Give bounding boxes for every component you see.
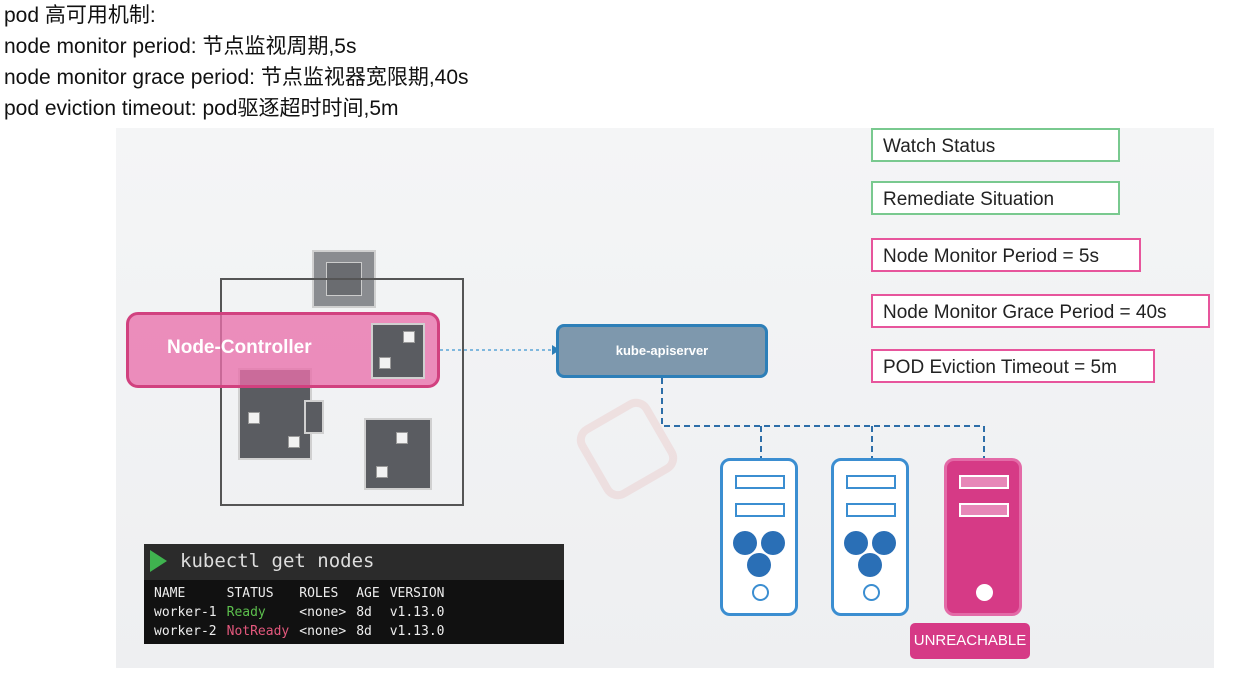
worker-node-3 [364, 418, 432, 490]
cell-age: 8d [356, 624, 372, 639]
notes-block: pod 高可用机制: node monitor period: 节点监视周期,5… [4, 0, 469, 124]
tag-watch-status: Watch Status [871, 128, 1120, 162]
pod-dot [733, 531, 757, 555]
node-indicator [396, 432, 408, 444]
col-header: VERSION [389, 586, 445, 601]
nodes-table: NAME STATUS ROLES AGE VERSION worker-1 R… [154, 584, 455, 641]
node-controller-label: Node-Controller [167, 337, 312, 358]
cluster-frame [220, 278, 464, 506]
tag-node-monitor-period: Node Monitor Period = 5s [871, 238, 1141, 272]
col-header: STATUS [226, 586, 274, 601]
notes-line-node-monitor-period: node monitor period: 节点监视周期,5s [4, 35, 357, 58]
col-header: NAME [154, 586, 186, 601]
server-slot [735, 475, 785, 489]
table-header-row: NAME STATUS ROLES AGE VERSION [154, 584, 455, 603]
cell-age: 8d [356, 605, 372, 620]
server-led [752, 584, 769, 601]
node-indicator [288, 436, 300, 448]
server-led [863, 584, 880, 601]
cell-name: worker-1 [154, 605, 217, 620]
cell-status: Ready [226, 605, 266, 620]
terminal-command-bar: kubectl get nodes [144, 544, 564, 580]
table-row: worker-2 NotReady <none> 8d v1.13.0 [154, 622, 455, 641]
table-row: worker-1 Ready <none> 8d v1.13.0 [154, 603, 455, 622]
server-slot [846, 503, 896, 517]
play-icon [150, 550, 167, 572]
col-header: ROLES [299, 586, 339, 601]
terminal-command: kubectl get nodes [180, 550, 375, 572]
unreachable-server [944, 458, 1022, 616]
server-led [976, 584, 993, 601]
notes-title: pod 高可用机制: [4, 4, 156, 27]
node-indicator [248, 412, 260, 424]
cell-version: v1.13.0 [389, 624, 445, 639]
tag-node-monitor-grace-period: Node Monitor Grace Period = 40s [871, 294, 1210, 328]
tag-remediate-situation: Remediate Situation [871, 181, 1120, 215]
notes-line-eviction-timeout: pod eviction timeout: pod驱逐超时时间,5m [4, 97, 399, 120]
worker-node-2 [304, 400, 324, 434]
node-indicator [376, 466, 388, 478]
cell-roles: <none> [299, 624, 347, 639]
worker-server-1 [720, 458, 798, 616]
pod-dot [747, 553, 771, 577]
connectors [440, 345, 985, 458]
pod-dot [872, 531, 896, 555]
cell-roles: <none> [299, 605, 347, 620]
tag-pod-eviction-timeout: POD Eviction Timeout = 5m [871, 349, 1155, 383]
node-indicator [403, 331, 415, 343]
server-slot [846, 475, 896, 489]
diagram-slide: Watch Status Remediate Situation Node Mo… [116, 128, 1214, 668]
col-header: AGE [356, 586, 380, 601]
controller-node [371, 323, 425, 379]
worker-server-2 [831, 458, 909, 616]
pod-dot [761, 531, 785, 555]
cell-version: v1.13.0 [389, 605, 445, 620]
pod-dot [858, 553, 882, 577]
server-slot [959, 475, 1009, 489]
apiserver-bus [661, 378, 985, 458]
node-indicator [379, 357, 391, 369]
terminal-window: kubectl get nodes NAME STATUS ROLES AGE … [144, 544, 564, 644]
server-slot [735, 503, 785, 517]
notes-line-grace-period: node monitor grace period: 节点监视器宽限期,40s [4, 66, 469, 89]
cell-status: NotReady [226, 624, 290, 639]
kube-apiserver-box: kube-apiserver [556, 324, 768, 378]
unreachable-badge: UNREACHABLE [910, 623, 1030, 659]
node-controller: Node-Controller [126, 312, 440, 388]
pod-dot [844, 531, 868, 555]
server-slot [959, 503, 1009, 517]
cell-name: worker-2 [154, 624, 217, 639]
